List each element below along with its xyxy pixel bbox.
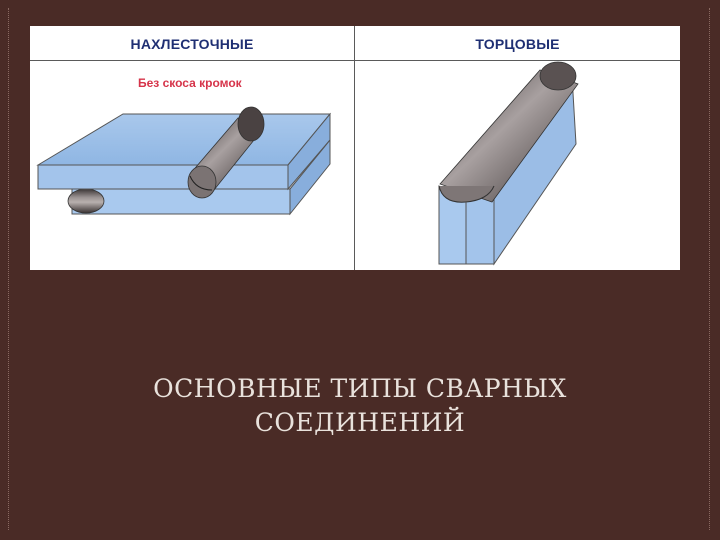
header-divider: [30, 60, 680, 61]
lap-joint-drawing: [36, 106, 332, 216]
caption-line-2: СОЕДИНЕНИЙ: [254, 408, 466, 437]
lap-joint-subtitle: Без скоса кромок: [138, 76, 242, 90]
weld-diagram-figure: НАХЛЕСТОЧНЫЕ ТОРЦОВЫЕ Без скоса кромок: [30, 26, 680, 270]
slide-frame: [8, 8, 710, 530]
edge-joint-drawing: [438, 61, 579, 266]
slide-caption: ОСНОВНЫЕ ТИПЫ СВАРНЫХ СОЕДИНЕНИЙ: [0, 372, 720, 440]
edge-joint-title: ТОРЦОВЫЕ: [475, 36, 560, 52]
column-divider: [354, 26, 355, 270]
lap-joint-title: НАХЛЕСТОЧНЫЕ: [130, 36, 254, 52]
caption-line-1: ОСНОВНЫЕ ТИПЫ СВАРНЫХ: [153, 374, 567, 403]
weld-illustrations: [36, 61, 579, 266]
